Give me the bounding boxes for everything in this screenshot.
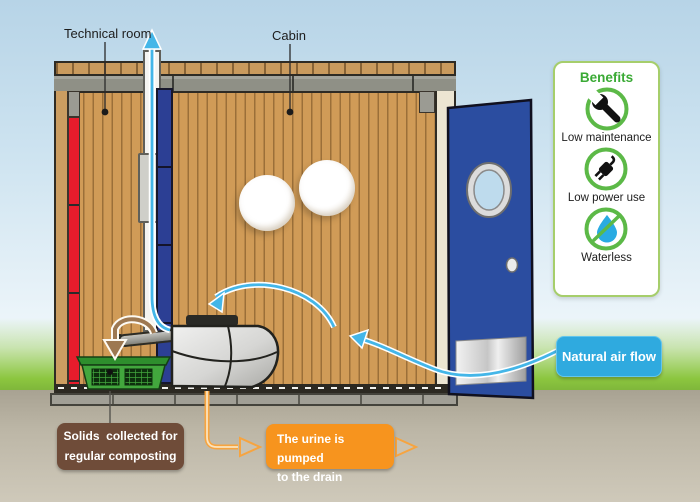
composting-toilet [170, 315, 280, 389]
partition-wall [156, 88, 173, 384]
urine-line2: to the drain [277, 470, 343, 485]
toilet-seat [186, 315, 238, 326]
floor-dashes [58, 387, 450, 389]
natural-air-flow-badge: Natural air flow [556, 336, 662, 377]
door-knob [505, 257, 519, 273]
compost-basket [75, 356, 172, 390]
power-plug-icon [583, 146, 629, 192]
benefit-label: Waterless [581, 252, 632, 264]
cabin-label: Cabin [272, 28, 306, 43]
solids-line1: Solids collected for [63, 429, 178, 444]
left-wall-red-insulation [68, 117, 80, 387]
benefit-waterless: Waterless [581, 206, 632, 266]
technical-room-pointer [101, 42, 109, 116]
basket-connector-dot [107, 369, 113, 375]
urine-drain-pipe [204, 391, 419, 458]
benefit-label: Low maintenance [561, 132, 652, 144]
solids-line2: regular composting [64, 448, 177, 463]
urine-pumped-badge: The urine is pumped to the drain [266, 424, 394, 484]
urine-arrowhead-in [239, 436, 263, 458]
wall-disc-2 [299, 160, 355, 216]
benefit-label: Low power use [567, 192, 646, 204]
right-top-grey-block [419, 91, 435, 113]
floor [56, 384, 454, 393]
airflow-vent-path [141, 28, 171, 334]
left-wall-grey-cap [68, 91, 80, 117]
left-outer-wall [56, 91, 68, 389]
wall-disc-1 [239, 175, 295, 231]
technical-room-label: Technical room [64, 26, 152, 41]
solids-drop-arrow [102, 315, 158, 361]
benefits-title: Benefits [579, 70, 634, 85]
airflow-up-arrowhead [141, 28, 163, 50]
benefit-low-power: Low power use [568, 146, 645, 206]
airflow-door-path [348, 328, 559, 379]
solids-collected-badge: Solids collected for regular composting [57, 423, 184, 470]
benefit-low-maintenance: Low maintenance [561, 86, 652, 146]
urine-line1: The urine is pumped [277, 432, 345, 466]
cabin-pointer [286, 44, 294, 116]
urine-arrowhead-out [395, 436, 419, 458]
water-drop-crossed-icon [583, 206, 629, 252]
wrench-icon [584, 86, 630, 132]
benefits-panel: Benefits Low maintenance [553, 61, 660, 297]
airflow-cabin-arc [207, 281, 337, 329]
foundation [50, 393, 458, 406]
